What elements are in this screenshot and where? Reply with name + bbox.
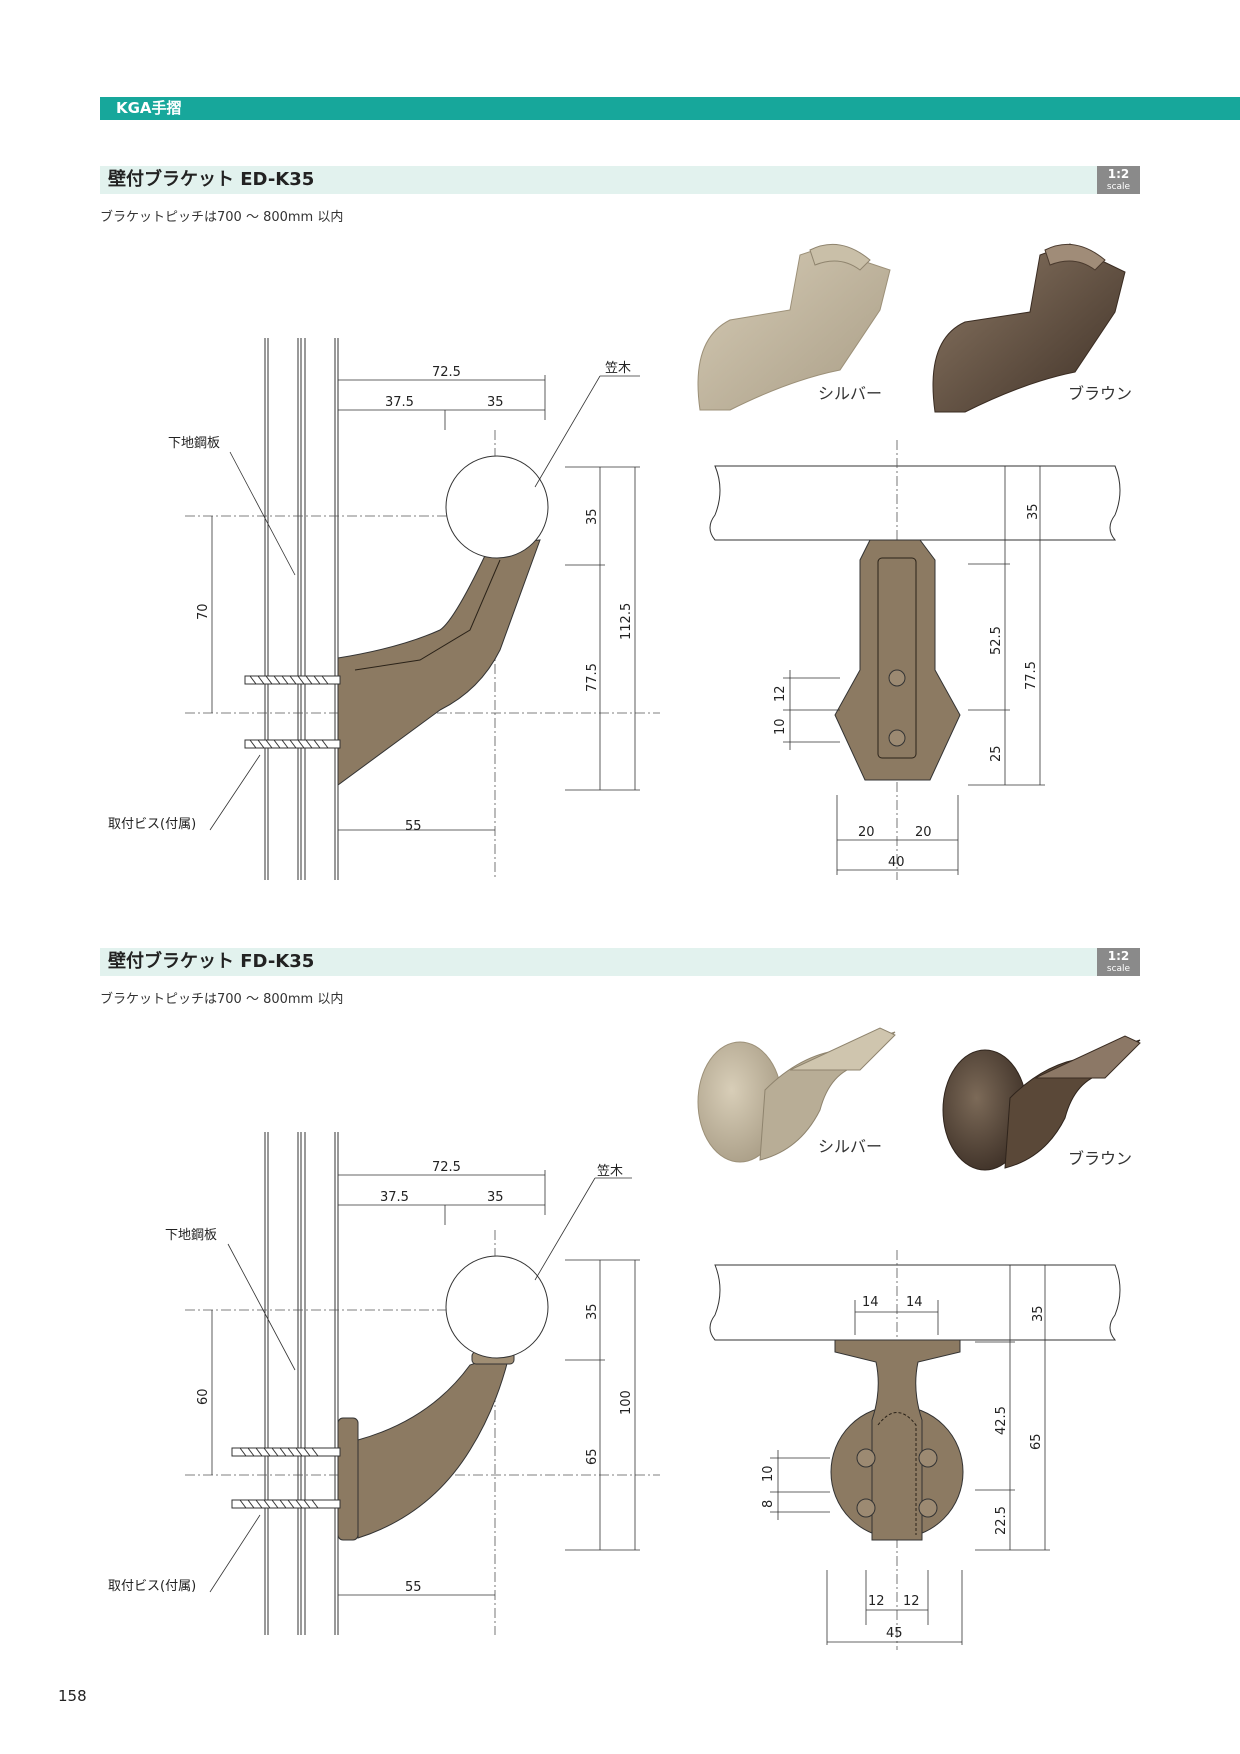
section-title-ed-k35: 壁付ブラケット ED-K35 [100,166,1140,194]
front-dim-45: 45 [886,1626,903,1641]
section-title-fd-k35: 壁付ブラケット FD-K35 [100,948,1140,976]
bracket-front [834,1339,961,1541]
front-dim-525: 52.5 [989,626,1004,655]
dim-b: 35 [487,395,504,410]
scale-badge: 1:2 scale [1097,166,1140,194]
silver-bracket-photo [697,243,891,411]
label-plate: 下地鋼板 [168,436,220,451]
dim-r35: 35 [585,1303,600,1320]
dim-r35: 35 [585,508,600,525]
scale-ratio: 1:2 [1107,949,1130,963]
bracket-pitch-note: ブラケットピッチは700 ～ 800mm 以内 [100,210,344,225]
front-dim-20b: 20 [915,825,932,840]
front-dim-40: 40 [888,855,905,870]
dim-height: 60 [196,1388,211,1405]
dim-r100: 100 [619,1390,634,1415]
scale-badge: 1:2 scale [1097,948,1140,976]
label-handrail: 笠木 [605,361,631,376]
front-dim-10: 10 [773,718,788,735]
scale-ratio: 1:2 [1107,167,1130,181]
dim-lines [211,375,640,831]
dim-top: 72.5 [432,365,461,380]
front-dim-14a: 14 [862,1295,879,1310]
front-dim-425: 42.5 [994,1406,1009,1435]
photo-label-silver: シルバー [818,384,883,403]
bracket-body [357,1359,509,1539]
front-dim-12b: 12 [903,1594,920,1609]
front-dim-35: 35 [1026,503,1041,520]
front-dim-65: 65 [1029,1433,1044,1450]
brown-bracket-photo [942,1035,1141,1171]
screw-hole-icon [856,1448,938,1518]
screw-hole-icon [888,729,906,747]
front-dim-775: 77.5 [1024,661,1039,690]
screw-icon [244,675,341,749]
front-dim-10: 10 [761,1465,776,1482]
scale-word: scale [1106,964,1131,974]
bracket-front [834,539,961,781]
brown-bracket-photo [932,243,1126,413]
product-photos-fd [697,1027,1141,1171]
silver-bracket-photo [697,1027,896,1163]
dim-bottom: 55 [405,819,422,834]
front-view-ed: 35 52.5 77.5 25 12 10 20 20 40 [709,440,1121,880]
side-view-fd: 72.5 37.5 35 笠木 下地鋼板 取付ビス(付属) 55 60 35 6… [108,1132,660,1635]
photo-label-silver: シルバー [818,1137,883,1156]
front-dim-35: 35 [1031,1305,1046,1322]
front-dim-12a: 12 [868,1594,885,1609]
dim-lines [211,1170,640,1596]
dim-r1125: 112.5 [619,603,634,640]
photo-label-brown: ブラウン [1068,384,1133,403]
front-view-fd: 14 14 35 42.5 65 22.5 10 8 12 12 45 [709,1250,1121,1650]
label-screw: 取付ビス(付属) [108,817,196,832]
handrail-front [709,465,1121,541]
label-plate: 下地鋼板 [165,1228,217,1243]
page-number: 158 [58,1687,87,1705]
wall-lines [264,338,339,880]
product-photos-ed [697,243,1126,413]
dim-top: 72.5 [432,1160,461,1175]
front-dim-14b: 14 [906,1295,923,1310]
screw-hole-icon [888,669,906,687]
dim-r65: 65 [585,1448,600,1465]
front-dim-8: 8 [761,1500,776,1508]
label-handrail: 笠木 [597,1164,623,1179]
photo-label-brown: ブラウン [1068,1149,1133,1168]
handrail-front [709,1264,1121,1341]
bracket-pitch-note: ブラケットピッチは700 ～ 800mm 以内 [100,992,344,1007]
scale-word: scale [1106,182,1131,192]
dim-height: 70 [196,603,211,620]
category-header: KGA手摺 [100,97,1240,120]
front-dim-20a: 20 [858,825,875,840]
handrail-circle [445,1255,549,1359]
front-dim-25: 25 [989,745,1004,762]
dim-r775: 77.5 [585,663,600,692]
front-dim-12: 12 [773,685,788,702]
dim-a: 37.5 [380,1190,409,1205]
dim-bottom: 55 [405,1580,422,1595]
front-dim-225: 22.5 [994,1506,1009,1535]
handrail-circle [445,455,549,559]
dim-a: 37.5 [385,395,414,410]
dim-b: 35 [487,1190,504,1205]
bracket-body [337,539,541,786]
label-screw: 取付ビス(付属) [108,1579,196,1594]
screw-icon [231,1447,341,1509]
wall-lines [264,1132,339,1635]
side-view-ed: 72.5 37.5 35 笠木 下地鋼板 取付ビス(付属) 55 70 35 7… [108,338,660,880]
